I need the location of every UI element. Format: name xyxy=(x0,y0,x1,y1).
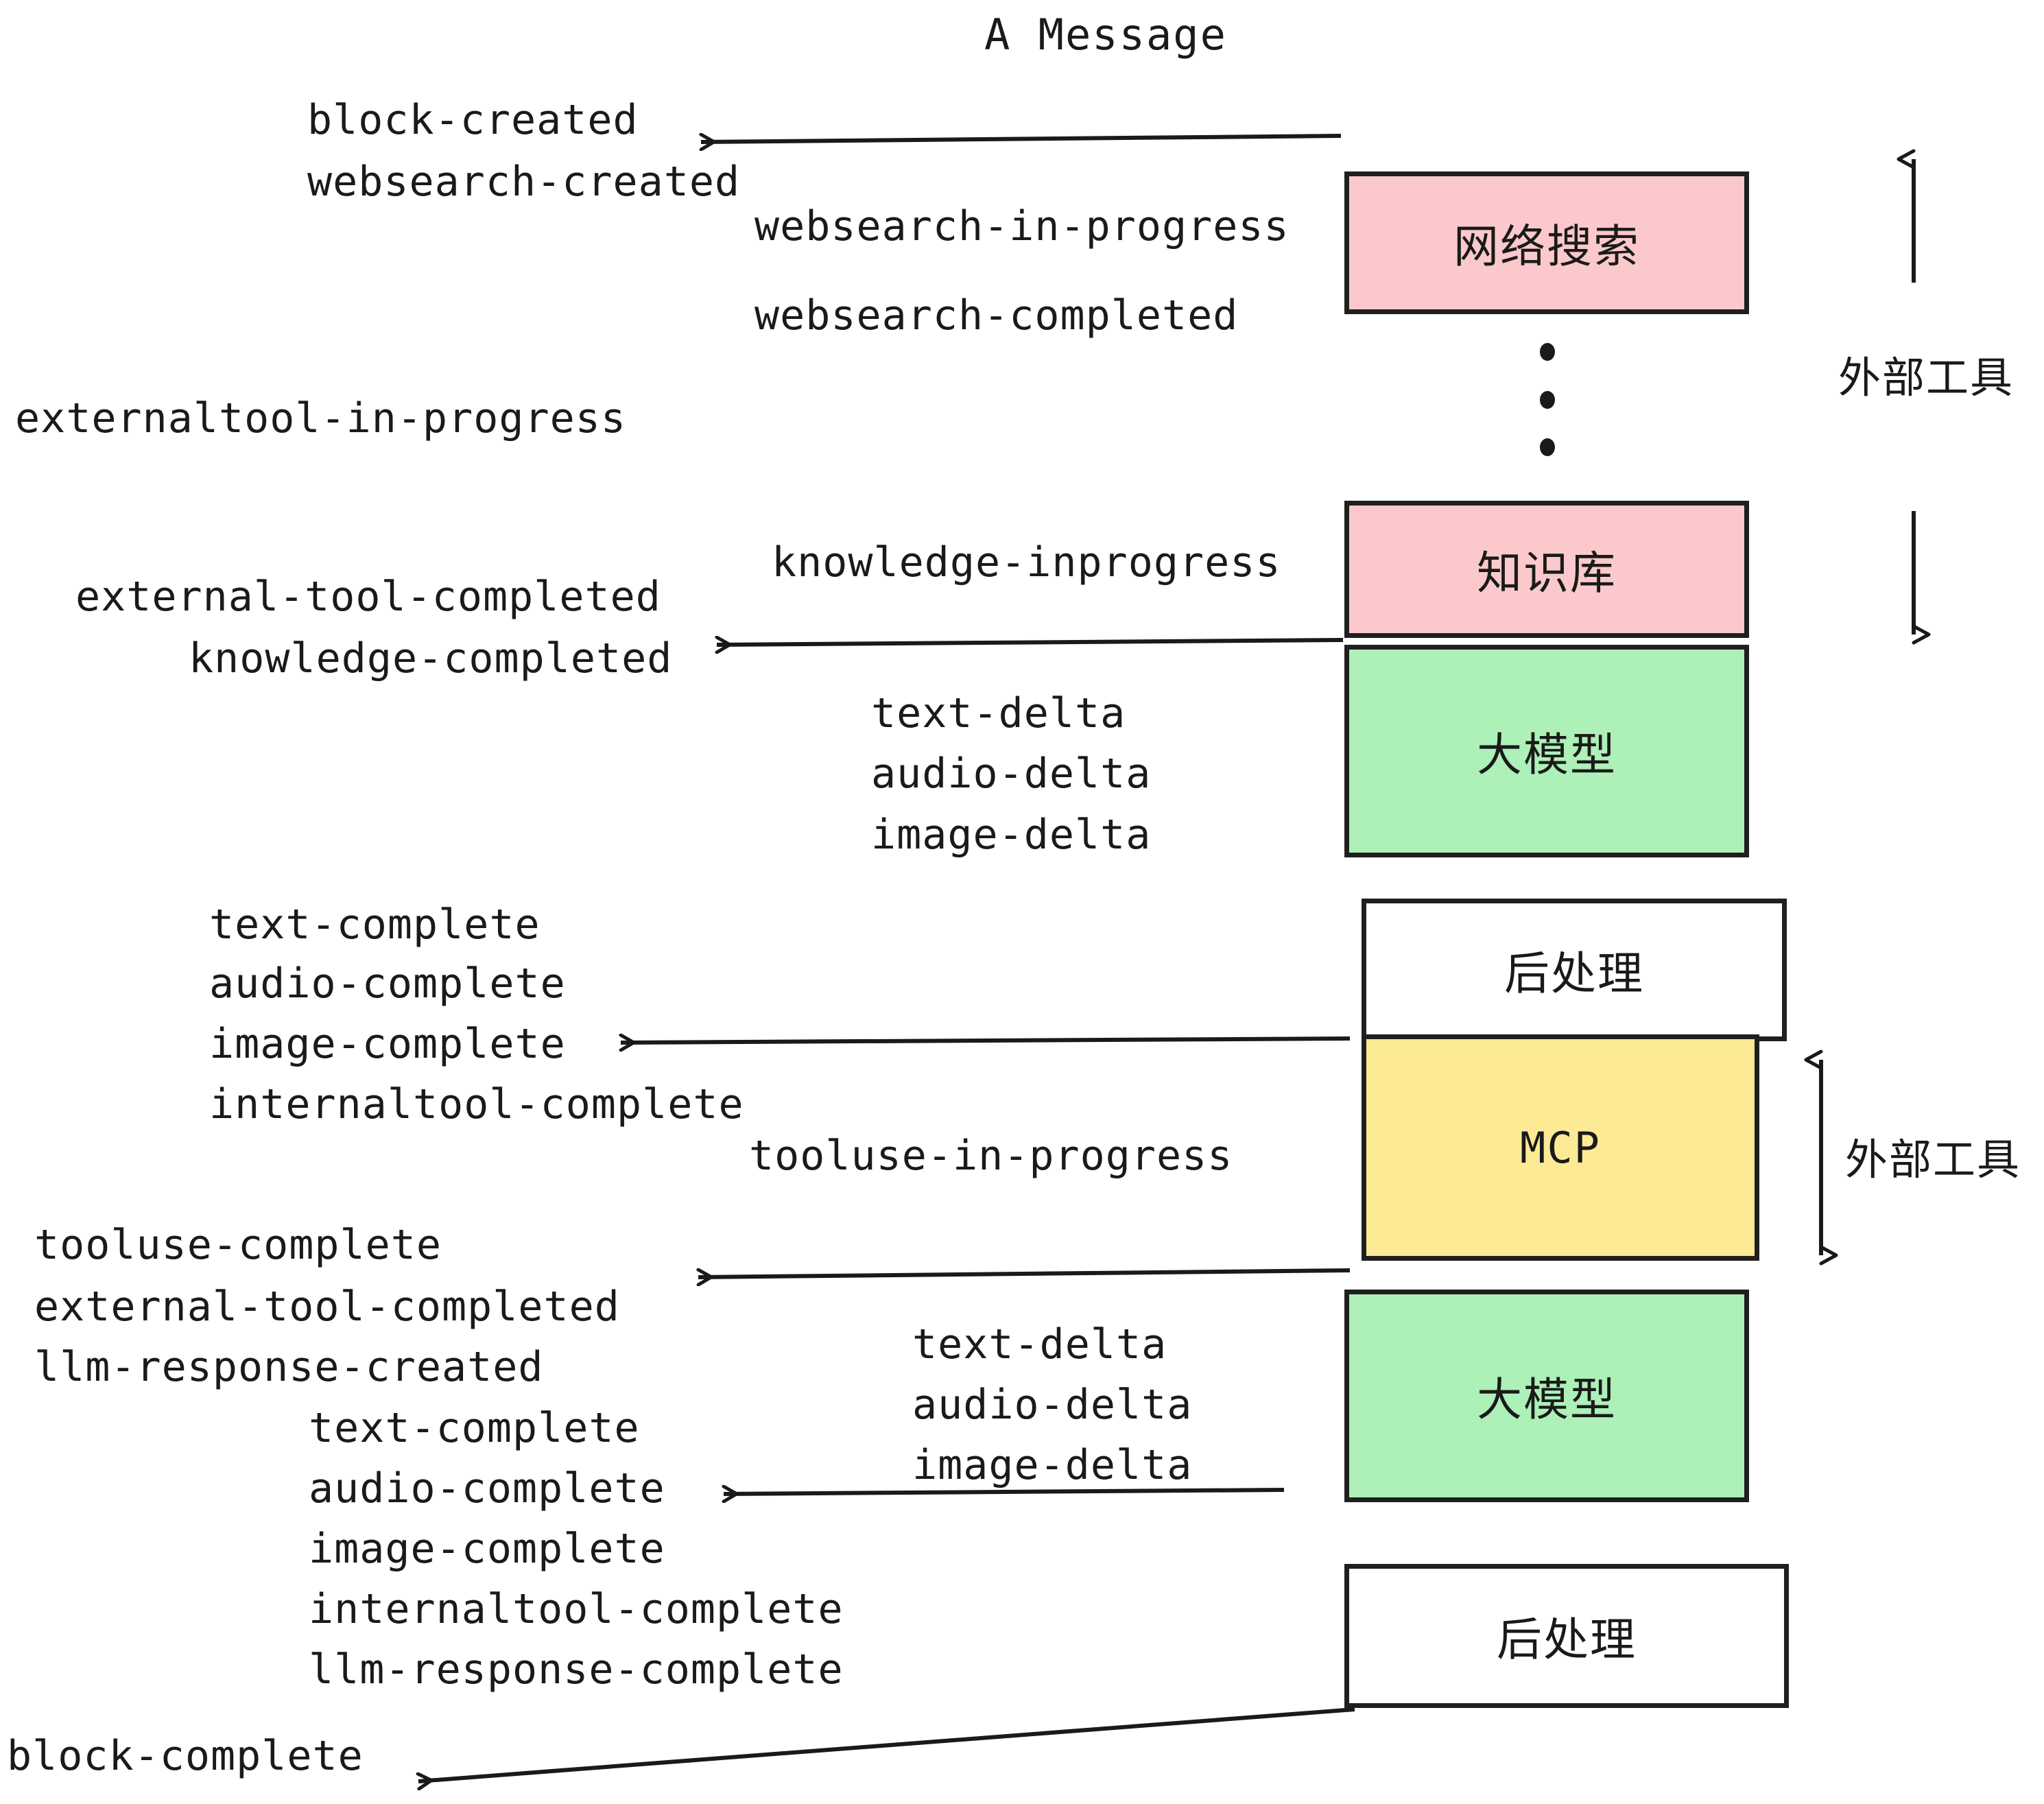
event-label-llm-response-created: llm-response-created xyxy=(34,1343,544,1391)
arrow-image-complete xyxy=(621,1039,1351,1043)
arrow-knowledge-done xyxy=(717,640,1344,645)
page-title: A Message xyxy=(984,10,1227,60)
side-label-external-tools-top: 外部工具 xyxy=(1838,353,2015,403)
event-label-image-complete-1: image-complete xyxy=(209,1020,566,1068)
event-label-tooluse-in-progress: tooluse-in-progress xyxy=(749,1132,1233,1180)
event-label-audio-delta-1: audio-delta xyxy=(871,750,1152,798)
event-label-llm-response-complete: llm-response-complete xyxy=(309,1646,844,1694)
node-llm-2[interactable]: 大模型 xyxy=(1344,1290,1749,1502)
event-label-externaltool-in-progress: externaltool-in-progress xyxy=(15,394,626,442)
event-label-knowledge-inprogress: knowledge-inprogress xyxy=(772,538,1281,586)
event-label-image-delta-1: image-delta xyxy=(871,811,1152,859)
event-label-text-delta-1: text-delta xyxy=(871,689,1126,737)
event-label-block-complete: block-complete xyxy=(7,1732,364,1780)
event-label-block-created: block-created xyxy=(307,96,639,144)
ellipsis-dot xyxy=(1540,390,1555,409)
event-label-internaltool-complete-2: internaltool-complete xyxy=(309,1585,844,1633)
arrow-block-created xyxy=(701,136,1342,142)
ellipsis-dot xyxy=(1540,343,1555,361)
node-llm-1[interactable]: 大模型 xyxy=(1344,645,1749,857)
node-websearch[interactable]: 网络搜索 xyxy=(1344,171,1749,314)
event-label-audio-delta-2: audio-delta xyxy=(912,1381,1193,1429)
side-label-external-tools-bottom: 外部工具 xyxy=(1845,1135,2021,1185)
node-mcp[interactable]: MCP xyxy=(1362,1034,1759,1261)
event-label-websearch-in-progress: websearch-in-progress xyxy=(754,202,1290,250)
ellipsis-dot xyxy=(1540,438,1555,456)
event-label-external-tool-completed-2: external-tool-completed xyxy=(34,1283,620,1331)
vertical-ellipsis-icon xyxy=(1540,343,1555,456)
node-post-1[interactable]: 后处理 xyxy=(1362,899,1787,1041)
event-label-image-delta-2: image-delta xyxy=(912,1441,1193,1489)
event-label-websearch-completed: websearch-completed xyxy=(754,292,1239,340)
event-label-knowledge-completed: knowledge-completed xyxy=(189,634,673,683)
event-label-external-tool-completed-1: external-tool-completed xyxy=(75,573,661,621)
event-label-text-delta-2: text-delta xyxy=(912,1320,1167,1368)
event-label-text-complete-2: text-complete xyxy=(309,1404,640,1452)
arrow-block-complete xyxy=(418,1707,1355,1781)
event-label-audio-complete-2: audio-complete xyxy=(309,1464,665,1512)
event-label-image-complete-2: image-complete xyxy=(309,1525,665,1573)
event-label-tooluse-complete: tooluse-complete xyxy=(34,1221,442,1269)
arrow-tooluse-complete xyxy=(698,1270,1351,1277)
node-knowledge[interactable]: 知识库 xyxy=(1344,501,1749,638)
event-label-internaltool-complete-1: internaltool-complete xyxy=(209,1080,744,1128)
event-label-websearch-created: websearch-created xyxy=(307,158,741,206)
event-label-audio-complete-1: audio-complete xyxy=(209,960,566,1008)
arrow-audio-complete xyxy=(724,1490,1285,1494)
event-label-text-complete-1: text-complete xyxy=(209,901,540,949)
node-post-2[interactable]: 后处理 xyxy=(1344,1564,1789,1708)
